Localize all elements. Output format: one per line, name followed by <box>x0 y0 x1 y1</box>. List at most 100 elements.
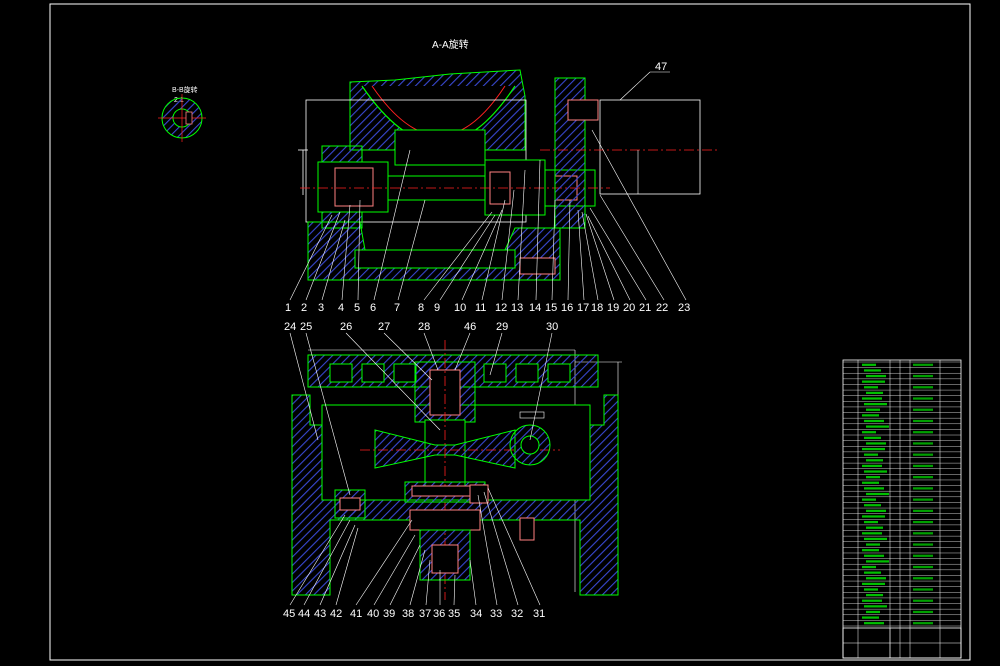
table-row-text <box>864 470 887 473</box>
table-row-spec <box>913 610 933 614</box>
table-row-text <box>864 588 878 591</box>
callout-label: 8 <box>418 302 424 314</box>
table-row-spec <box>913 419 933 423</box>
table-row-spec <box>913 622 933 625</box>
callout-label: 13 <box>511 302 523 314</box>
callout-label: 38 <box>402 608 414 620</box>
callout-label: 22 <box>656 302 668 314</box>
table-row-spec <box>913 543 933 546</box>
table-row-spec <box>913 509 933 512</box>
table-row-text <box>866 374 886 378</box>
table-row-text <box>864 436 881 439</box>
table-row-text <box>864 386 878 389</box>
table-row-text <box>866 526 883 529</box>
callout-label: 4 <box>338 302 344 314</box>
table-row-text <box>866 476 880 479</box>
callout-label: 28 <box>418 321 430 333</box>
table-row-text <box>866 425 889 428</box>
callout-label: 40 <box>367 608 379 620</box>
table-row-spec <box>913 577 933 580</box>
table-row-text <box>866 459 883 462</box>
callout-label: 15 <box>545 302 557 314</box>
callout-label: 31 <box>533 608 545 620</box>
table-row-spec <box>913 532 933 535</box>
callout-labels-top: 1 2 3 4 5 6 7 8 9 10 11 12 13 14 15 16 1… <box>285 61 690 314</box>
callout-label: 30 <box>546 321 558 333</box>
table-row-text <box>862 498 876 501</box>
table-row-spec <box>913 476 933 479</box>
callout-label: 23 <box>678 302 690 314</box>
callout-label: 18 <box>591 302 603 314</box>
table-row-text <box>862 599 882 602</box>
table-row-text <box>866 560 889 563</box>
table-row-text <box>866 610 880 614</box>
callout-label: 14 <box>529 302 541 314</box>
wheel-hub <box>394 129 486 166</box>
table-row-text <box>862 481 879 484</box>
callout-label: 25 <box>300 321 312 333</box>
table-row-text <box>864 571 881 574</box>
callout-label: 36 <box>433 608 445 620</box>
callout-label: 7 <box>394 302 400 314</box>
table-row-text <box>862 532 882 535</box>
callout-label: 11 <box>475 302 486 314</box>
table-row-text <box>864 419 884 423</box>
table-row-spec <box>913 374 933 378</box>
callout-label: 37 <box>419 608 431 620</box>
table-row-text <box>862 414 879 417</box>
table-row-text <box>864 504 881 507</box>
table-row-text <box>866 492 889 496</box>
table-row-text <box>864 487 884 490</box>
table-row-text <box>862 431 876 434</box>
table-row-spec <box>913 464 933 468</box>
drawing-border <box>49 3 971 661</box>
callout-label: 39 <box>383 608 395 620</box>
table-row-spec <box>913 588 933 591</box>
table-row-text <box>864 369 881 372</box>
table-row-text <box>862 515 885 518</box>
callout-label: 34 <box>470 608 482 620</box>
table-row-text <box>866 408 880 411</box>
callout-label: 1 <box>285 302 291 314</box>
callout-label: 35 <box>448 608 460 620</box>
table-row-text <box>862 363 876 366</box>
callout-labels-bottom: 45 44 43 42 41 40 39 38 37 36 35 34 33 3… <box>283 608 545 620</box>
table-row-spec <box>913 363 933 366</box>
callout-label: 33 <box>490 608 502 620</box>
table-row-text <box>866 543 880 546</box>
callout-label: 44 <box>298 608 310 620</box>
table-row-text <box>862 464 882 468</box>
table-row-text <box>862 582 885 585</box>
callout-label: 32 <box>511 608 523 620</box>
callout-label: 26 <box>340 321 352 333</box>
table-row-spec <box>913 431 933 434</box>
table-row-text <box>866 577 886 580</box>
table-row-spec <box>913 565 933 569</box>
callout-label: 2 <box>301 302 307 314</box>
table-row-spec <box>913 498 933 501</box>
leader-lines-top <box>289 71 687 301</box>
table-row-spec <box>913 442 933 445</box>
table-row-spec <box>913 386 933 389</box>
callout-label: 42 <box>330 608 342 620</box>
table-row-text <box>864 537 887 541</box>
table-row-text <box>862 549 879 552</box>
callout-label: 17 <box>577 302 589 314</box>
table-row-text <box>864 520 878 524</box>
table-row-spec <box>913 397 933 400</box>
table-row-text <box>866 391 883 395</box>
table-row-spec <box>913 599 933 602</box>
table-row-text <box>864 605 887 608</box>
callout-label: 12 <box>495 302 507 314</box>
callout-label: 47 <box>655 61 667 73</box>
callout-label: 27 <box>378 321 390 333</box>
callout-label: 20 <box>623 302 635 314</box>
table-row-spec <box>913 453 933 456</box>
callout-label: 6 <box>370 302 376 314</box>
callout-label: 45 <box>283 608 295 620</box>
table-row-spec <box>913 408 933 411</box>
table-row-text <box>864 622 884 625</box>
table-row-text <box>862 397 882 400</box>
table-row-text <box>864 403 887 406</box>
